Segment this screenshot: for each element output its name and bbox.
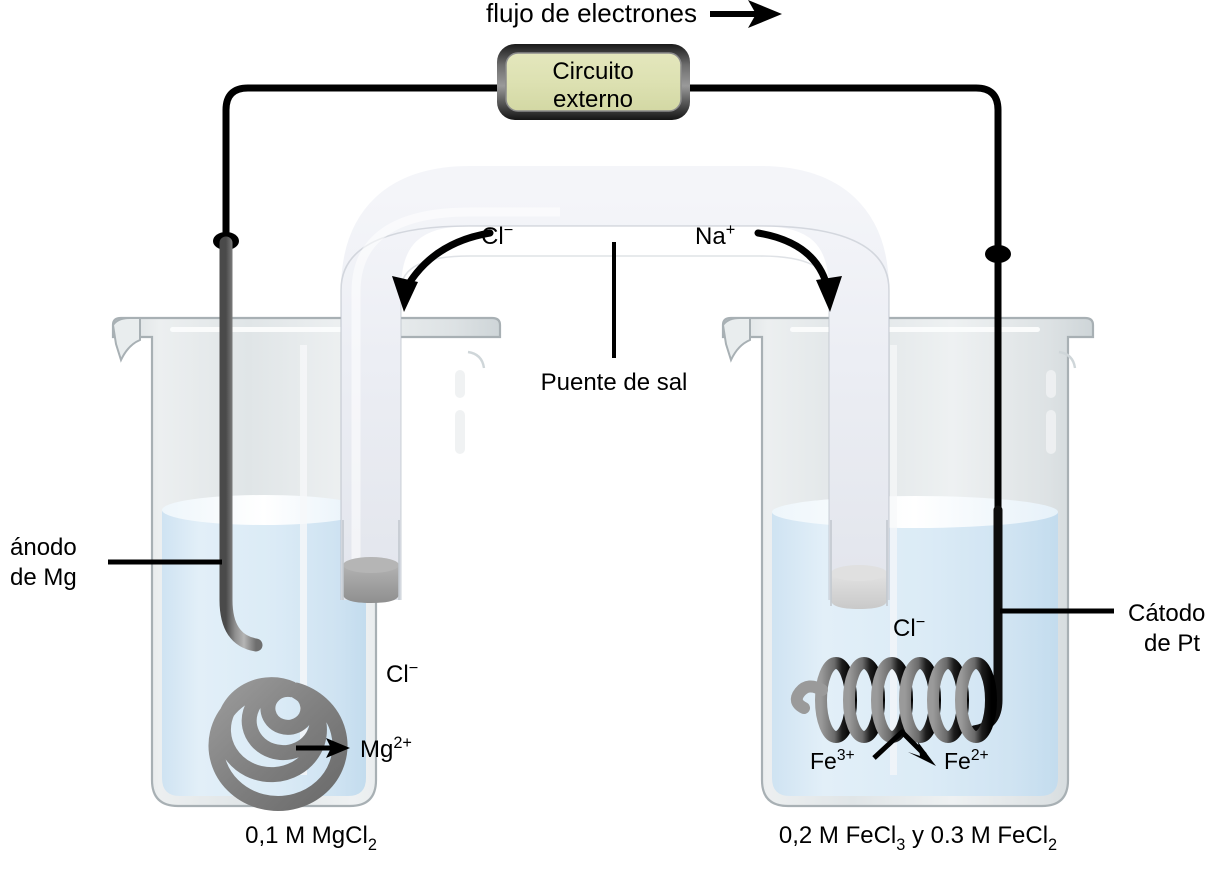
electron-flow-arrow-head [748, 0, 782, 28]
right-glass-highlight [890, 345, 897, 775]
right-beaker-spout [721, 317, 751, 363]
cathode-label-line1: Cátodo [1128, 600, 1205, 627]
left-solution-caption: 0,1 M MgCl2 [245, 822, 377, 854]
salt-bridge-left-plug [343, 557, 399, 603]
left-graduation-mark [455, 370, 465, 398]
circuit-box-label-line1: Circuito [552, 58, 633, 85]
circuit-box-face [505, 52, 682, 112]
right-plug-body [831, 573, 887, 609]
left-plug-top [343, 557, 399, 573]
left-chloride-label: Cl− [386, 659, 418, 688]
left-graduation-mark [455, 410, 465, 454]
anode-label-line1: ánodo [10, 534, 77, 561]
magnesium-ion-annotation: Mg2+ [296, 734, 412, 763]
circuit-box-label-line2: externo [553, 86, 633, 113]
cathode-wire-clamp [985, 245, 1011, 263]
external-circuit-box[interactable]: Circuito externo [497, 44, 690, 120]
magnesium-arrow-head [326, 738, 350, 758]
magnesium-rod [219, 236, 263, 652]
electron-flow-annotation: flujo de electrones [486, 0, 782, 28]
right-solution-caption: 0,2 M FeCl3 y 0.3 M FeCl2 [779, 822, 1057, 854]
left-beaker-spout [111, 317, 141, 363]
salt-bridge-highlight [351, 207, 560, 600]
salt-bridge-sodium-label: Na+ [695, 221, 735, 250]
salt-bridge-outer-edge [340, 225, 890, 600]
iron-conversion-arrow-head [908, 742, 936, 766]
left-rim-highlight [170, 327, 360, 332]
cathode-callout: Cátodo de Pt [1000, 600, 1205, 657]
magnesium-spiral [208, 677, 348, 811]
left-plug-body [343, 565, 399, 603]
anode-label-line2: de Mg [10, 564, 77, 591]
iron-three-label: Fe3+ [810, 747, 855, 774]
platinum-helix [815, 657, 997, 743]
iron-conversion-arrow-line [872, 729, 927, 760]
right-beaker-corner-line [1058, 350, 1077, 369]
right-graduation-mark [1046, 410, 1056, 454]
magnesium-ion-label: Mg2+ [360, 734, 412, 763]
salt-bridge-tube-fill [341, 166, 889, 600]
right-plug-top [831, 565, 887, 581]
magnesium-anode [208, 236, 348, 811]
salt-bridge-caption: Puente de sal [541, 369, 688, 396]
right-rim-highlight [790, 327, 1040, 332]
platinum-cathode [790, 505, 1003, 743]
right-chloride-label: Cl− [893, 613, 925, 642]
cathode-wire [688, 84, 1002, 520]
left-glass-highlight [300, 345, 307, 775]
salt-bridge-chloride-label: Cl− [481, 221, 513, 250]
right-liquid-surface [772, 496, 1058, 528]
salt-bridge-right-plug [831, 565, 887, 609]
left-liquid-surface [162, 495, 366, 525]
platinum-helix-tail [790, 680, 828, 714]
right-graduation-mark [1046, 370, 1056, 398]
anode-wire [222, 84, 502, 248]
iron-two-label: Fe2+ [944, 747, 989, 774]
left-beaker-corner-line [467, 350, 486, 369]
iron-redox-annotation: Fe3+ Fe2+ [810, 729, 989, 774]
sodium-flow-arrow-head [816, 276, 842, 312]
chloride-flow-arrow-head [392, 276, 418, 312]
anode-callout: ánodo de Mg [10, 534, 222, 591]
electron-flow-label: flujo de electrones [486, 0, 697, 28]
salt-bridge [340, 166, 890, 609]
cathode-label-line2: de Pt [1144, 630, 1200, 657]
